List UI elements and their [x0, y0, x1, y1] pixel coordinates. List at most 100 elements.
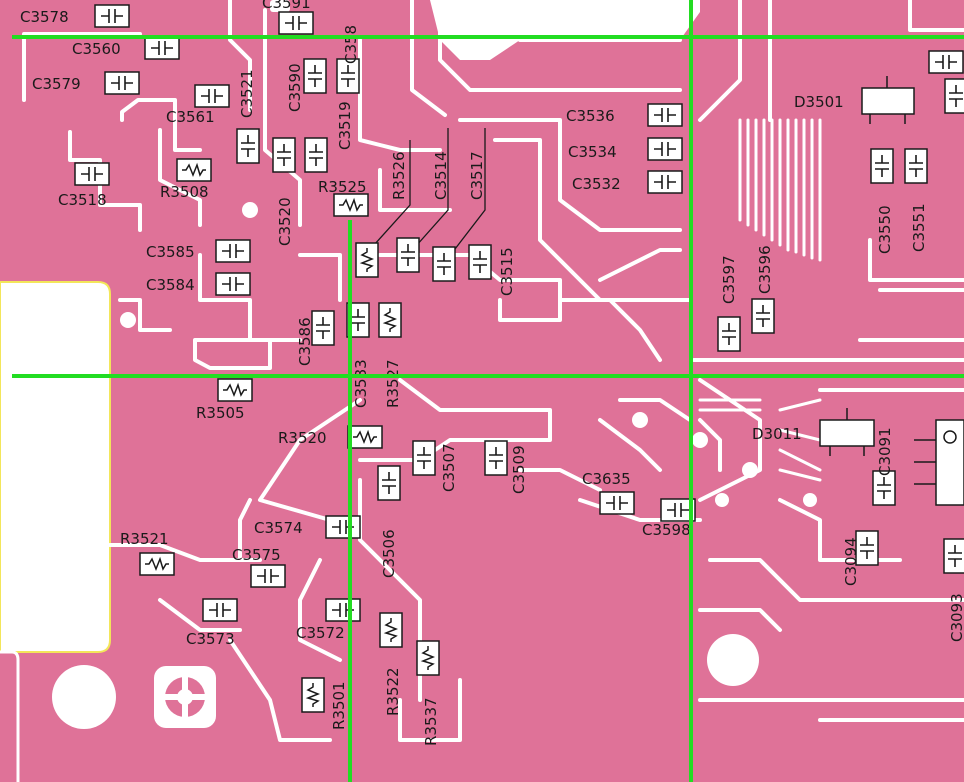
component-label-c3575: C3575	[232, 546, 281, 564]
component-label-r3501: R3501	[330, 681, 348, 730]
component-label-c3583: C3583	[352, 359, 370, 408]
component-c3534: C3534	[568, 137, 683, 161]
component-label-c3518: C3518	[58, 191, 107, 209]
component-label-c3519: C3519	[336, 101, 354, 150]
component-c3517: C3517	[432, 151, 486, 282]
component-label-c3517: C3517	[468, 151, 486, 200]
component-r3508: R3508	[160, 158, 212, 201]
mounting-hole	[52, 665, 116, 729]
component-label-c3635: C3635	[582, 470, 631, 488]
component-c3520: C3520	[272, 137, 296, 246]
component-label-c3093: C3093	[948, 593, 964, 642]
component-c3094: C3094	[842, 530, 879, 586]
component-label-r3521: R3521	[120, 530, 169, 548]
component-r3505: R3505	[196, 378, 253, 422]
component-label-c3520: C3520	[276, 197, 294, 246]
component-label-c3578: C3578	[20, 8, 69, 26]
component-label-r3522: R3522	[384, 667, 402, 716]
component-c3573: C3573	[186, 598, 238, 648]
component-c3093: C3093	[943, 538, 964, 642]
component-c3536: C3536	[566, 103, 683, 127]
component-label-r3520: R3520	[278, 429, 327, 447]
component-c3091: C3091	[872, 427, 896, 506]
component-label-c3536: C3536	[566, 107, 615, 125]
component-label-c3091: C3091	[876, 427, 894, 476]
component-c3591: C3591	[262, 0, 314, 35]
component-r3522: R3522	[379, 612, 403, 716]
component-label-c3550: C3550	[876, 205, 894, 254]
component-c3597: C3597	[717, 255, 741, 352]
component-label-c3585: C3585	[146, 243, 195, 261]
component-c3519: C3519	[304, 101, 354, 173]
component-c3635: C3635	[582, 470, 635, 515]
board-notch	[0, 281, 111, 653]
via-hole-a	[120, 312, 136, 328]
via-hole-d	[692, 432, 708, 448]
component-label-c3507: C3507	[440, 443, 458, 492]
via-hole-e	[742, 462, 758, 478]
component-d3501: D3501	[794, 93, 844, 111]
via-hole-g	[803, 493, 817, 507]
component-label-d3011: D3011	[752, 425, 802, 443]
component-label-c3551: C3551	[910, 203, 928, 252]
component-label-c3521: C3521	[238, 69, 256, 118]
d3011-package	[819, 408, 875, 456]
component-c3596: C3596	[751, 245, 775, 334]
component-c3506: C3506	[377, 465, 401, 578]
board-edge-bottom-left	[0, 650, 20, 782]
component-c3578: C3578	[20, 4, 130, 28]
component-label-c3509: C3509	[510, 445, 528, 494]
component-label-c3515: C3515	[498, 247, 516, 296]
component-c3507: C3507	[412, 440, 458, 492]
via-hole-c	[632, 412, 648, 428]
component-label-c3574: C3574	[254, 519, 303, 537]
component-label-d3501: D3501	[794, 93, 844, 111]
component-label-c3514: C3514	[432, 151, 450, 200]
component-r3525: R3525	[318, 178, 369, 217]
connector-pad	[154, 666, 216, 728]
component-label-c3579: C3579	[32, 75, 81, 93]
component-label-c3532: C3532	[572, 175, 621, 193]
component-c3586: C3586	[296, 310, 335, 366]
component-label-c3596: C3596	[756, 245, 774, 294]
component-c3598: C3598	[642, 498, 696, 539]
component-r3501: R3501	[301, 677, 348, 730]
ic-connector-outline	[935, 419, 964, 506]
component-d3011: D3011	[752, 425, 802, 443]
component-label-c3561: C3561	[166, 108, 215, 126]
component-c3583: C3583	[346, 302, 370, 408]
component-label-c3598: C3598	[642, 521, 691, 539]
component-r3520: R3520	[278, 425, 383, 449]
component-label-c3534: C3534	[568, 143, 617, 161]
component-c3551: C3551	[904, 148, 928, 252]
component-c3518: C3518	[58, 162, 110, 209]
component-label-c3558: C358	[342, 25, 360, 64]
component-label-c3094: C3094	[842, 537, 860, 586]
component-label-c3590: C3590	[286, 63, 304, 112]
component-label-r3527: R3527	[384, 359, 402, 408]
via-pad-right	[707, 634, 759, 686]
component-c3521: C3521	[236, 69, 260, 164]
component-label-c3506: C3506	[380, 529, 398, 578]
component-c3514: C3514	[396, 151, 450, 273]
component-label-c3597: C3597	[720, 255, 738, 304]
component-r3526: R3526	[355, 151, 408, 278]
component-label-c3560: C3560	[72, 40, 121, 58]
grid-lines	[12, 0, 964, 782]
via-hole-b	[242, 202, 258, 218]
component-label-c3586: C3586	[296, 317, 314, 366]
component-c3584: C3584	[146, 272, 251, 296]
component-label-c3572: C3572	[296, 624, 345, 642]
component-r3521: R3521	[120, 530, 175, 576]
leader-lines	[364, 128, 486, 263]
component-label-r3505: R3505	[196, 404, 245, 422]
component-c3575: C3575	[232, 546, 286, 588]
via-hole-f	[715, 493, 729, 507]
component-r3527: R3527	[378, 302, 402, 408]
component-c3532: C3532	[572, 170, 683, 194]
component-label-c3584: C3584	[146, 276, 195, 294]
component-c3550: C3550	[870, 148, 894, 254]
component-c3558: C358	[336, 25, 360, 94]
